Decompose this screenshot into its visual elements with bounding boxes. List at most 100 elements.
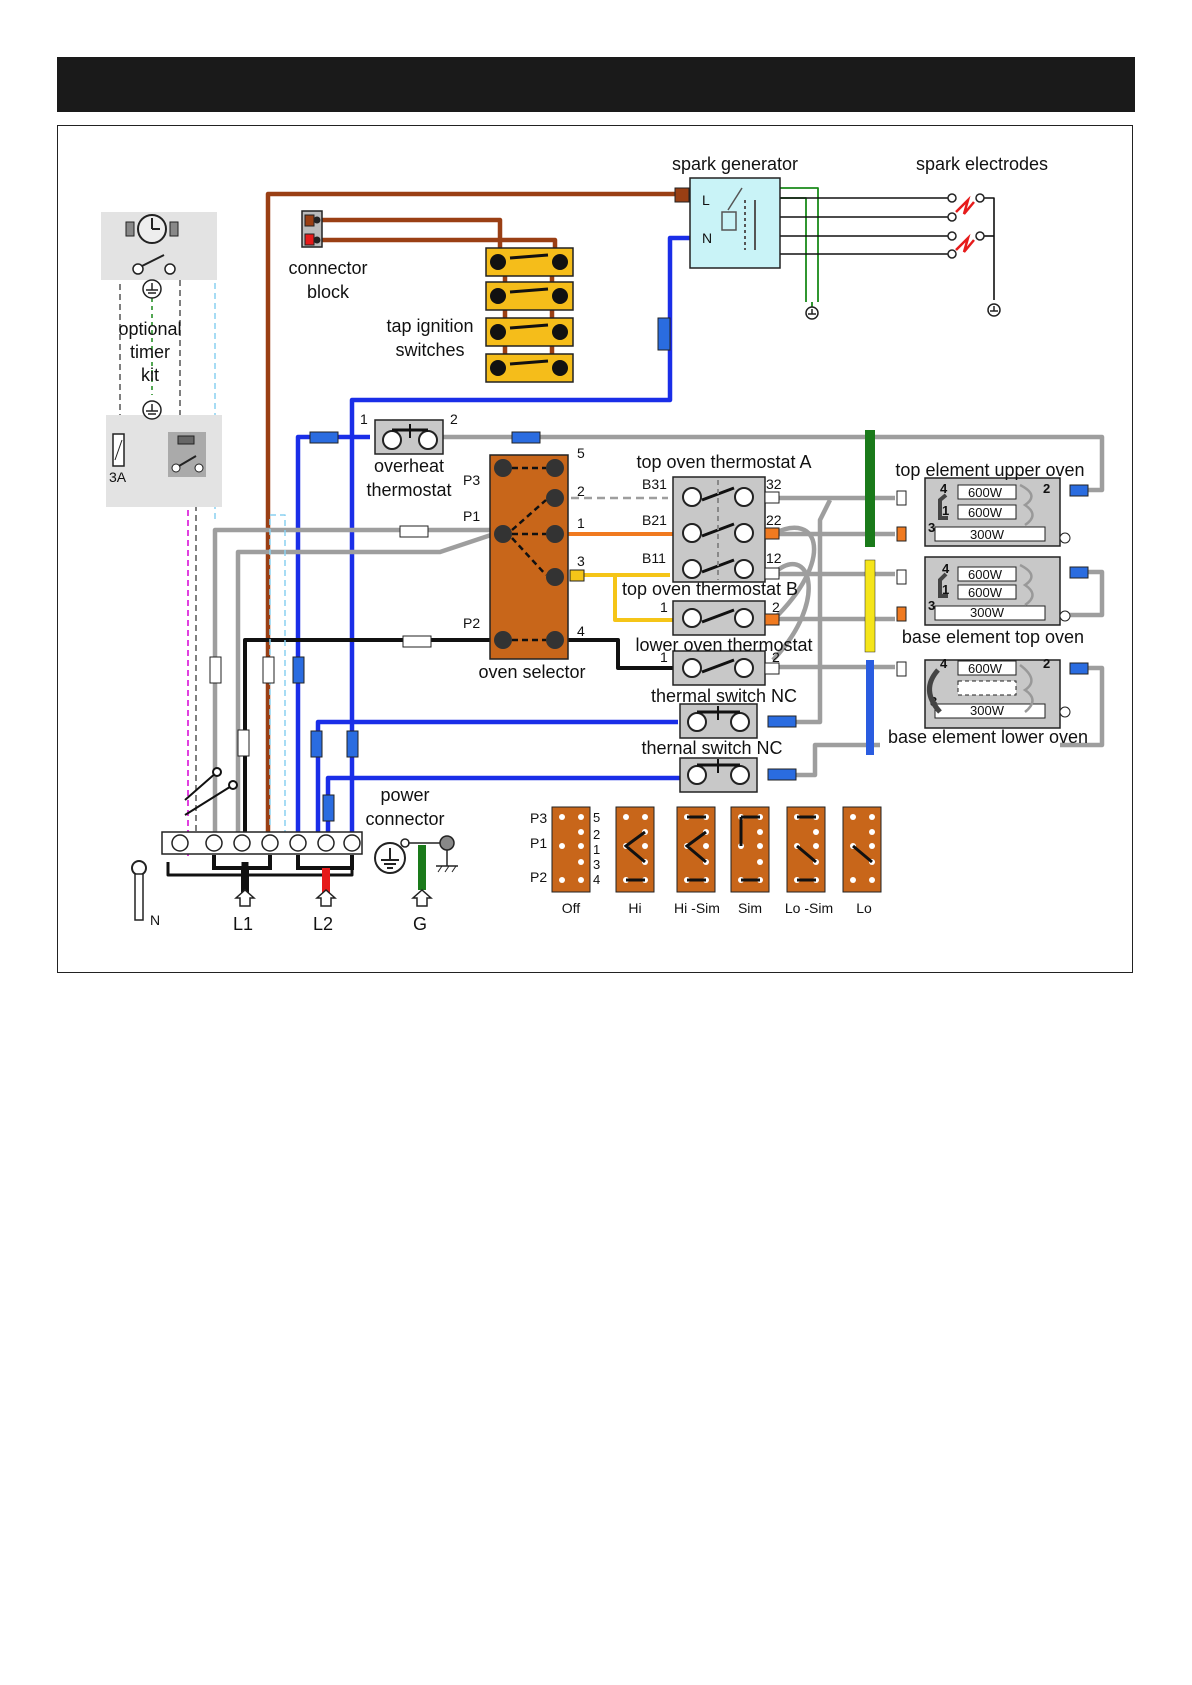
thermostat-b-pin-1: 1	[660, 599, 668, 615]
thermal-switch-2-label: thernal switch NC	[641, 738, 782, 758]
tap-ignition-label-1: tap ignition	[386, 316, 473, 336]
timer-label-1: optional	[118, 319, 181, 339]
selector-terminal-3: 3	[577, 553, 585, 569]
svg-text:2: 2	[1043, 656, 1050, 671]
legend-P3: P3	[530, 810, 547, 826]
selector-position-legend: P3 P1 P2 5 2 1 3 4	[530, 806, 882, 916]
lower-thermostat-label: lower oven thermostat	[635, 635, 812, 655]
legend-4: 4	[593, 872, 600, 887]
earth-icon	[805, 306, 819, 320]
overheat-pin-2: 2	[450, 411, 458, 427]
selector-P2: P2	[463, 615, 480, 631]
optional-timer-kit: optional timer kit 3A	[101, 212, 222, 507]
base-element-lower-oven: 600W 300W 4 2 3 base element lower oven	[888, 656, 1089, 747]
position-label-lo: Lo	[856, 900, 872, 916]
element-600w: 600W	[968, 585, 1003, 600]
earth-icon	[374, 842, 406, 874]
selector-terminal-4: 4	[577, 623, 585, 639]
element-600w: 600W	[968, 485, 1003, 500]
top-oven-thermostat-b: 1 2 top oven thermostat B	[622, 579, 798, 636]
selector-position-lo	[842, 806, 882, 893]
terminal-B11: B11	[642, 550, 666, 566]
thermostat-a-label: top oven thermostat A	[636, 452, 811, 472]
timer-label-3: kit	[141, 365, 159, 385]
top-element-upper-oven: 600W 600W 300W 4 2 1 3 top element upper…	[895, 460, 1089, 547]
svg-text:1: 1	[942, 503, 949, 518]
selector-position-hi	[615, 806, 655, 893]
position-label-off: Off	[562, 900, 581, 916]
svg-text:3: 3	[928, 598, 935, 613]
svg-text:4: 4	[942, 561, 950, 576]
selector-position-off	[551, 806, 591, 893]
top-oven-thermostat-a: B31 B21 B11 32 22 12 top oven thermostat…	[636, 452, 812, 583]
spark-electrodes: spark electrodes	[916, 154, 1048, 317]
element-300w: 300W	[970, 605, 1005, 620]
overheat-thermostat: 1 2 overheat thermostat	[360, 411, 458, 500]
connector-block-label-2: block	[307, 282, 350, 302]
lower-thermostat-pin-1: 1	[660, 649, 668, 665]
top-element-label: top element upper oven	[895, 460, 1084, 480]
timer-label-2: timer	[130, 342, 170, 362]
position-label-hi-sim: Hi -Sim	[674, 900, 720, 916]
element-600w: 600W	[968, 567, 1003, 582]
terminal-12: 12	[766, 550, 782, 566]
tap-switch	[485, 353, 574, 383]
element-300w: 300W	[970, 703, 1005, 718]
legend-2: 2	[593, 827, 600, 842]
spark-earth-wires	[780, 187, 819, 308]
earth-icon	[142, 400, 162, 420]
tap-switch	[485, 317, 574, 347]
L1-label: L1	[233, 914, 253, 934]
power-connector: power connector	[365, 785, 458, 874]
overheat-pin-1: 1	[360, 411, 368, 427]
G-label: G	[413, 914, 427, 934]
overheat-label-1: overheat	[374, 456, 444, 476]
selector-terminal-5: 5	[577, 445, 585, 461]
selector-P1: P1	[463, 508, 480, 524]
selector-P3: P3	[463, 472, 480, 488]
electrode-pair	[947, 193, 985, 215]
legend-5: 5	[593, 810, 600, 825]
position-label-hi: Hi	[628, 900, 641, 916]
svg-text:4: 4	[940, 481, 948, 496]
L2-label: L2	[313, 914, 333, 934]
electrode-pair	[947, 231, 985, 253]
power-connector-label-2: connector	[365, 809, 444, 829]
svg-text:2: 2	[1043, 481, 1050, 496]
thermostat-contact	[682, 486, 754, 507]
inline-connectors	[209, 317, 797, 822]
arrow-icon	[234, 888, 433, 907]
fuse-label: 3A	[109, 469, 127, 485]
header-bar	[57, 57, 1135, 112]
element-300w: 300W	[970, 527, 1005, 542]
connector-block-label-1: connector	[288, 258, 367, 278]
green-bus-bar	[865, 430, 875, 547]
svg-text:3: 3	[928, 520, 935, 535]
legend-P1: P1	[530, 835, 547, 851]
generator-N-label: N	[702, 230, 712, 246]
blue-wires	[295, 235, 690, 848]
thermal-switch-2: thernal switch NC	[641, 738, 783, 793]
spark-generator-label: spark generator	[672, 154, 798, 174]
thermostat-contact	[682, 522, 754, 543]
svg-text:1: 1	[942, 582, 949, 597]
oven-selector: P3 P1 P2 5 2 1 3 4 oven selector	[463, 445, 586, 682]
earth-icon	[987, 303, 1001, 317]
legend-3: 3	[593, 857, 600, 872]
switch-arrows	[184, 767, 238, 816]
base-element-top-oven: 600W 600W 300W 4 1 3 base element top ov…	[896, 556, 1089, 647]
selector-terminal-2: 2	[577, 483, 585, 499]
terminal-B21: B21	[642, 512, 667, 528]
terminal-B31: B31	[642, 476, 667, 492]
generator-L-label: L	[702, 192, 710, 208]
terminal-32: 32	[766, 476, 782, 492]
lower-thermostat-pin-2: 2	[772, 649, 780, 665]
legend-P2: P2	[530, 869, 547, 885]
base-element-top-label: base element top oven	[902, 627, 1084, 647]
overheat-label-2: thermostat	[366, 480, 451, 500]
tap-switch	[485, 247, 574, 277]
terminal-block: L1 L2 G N	[131, 767, 433, 934]
spark-electrodes-label: spark electrodes	[916, 154, 1048, 174]
oven-selector-label: oven selector	[478, 662, 585, 682]
